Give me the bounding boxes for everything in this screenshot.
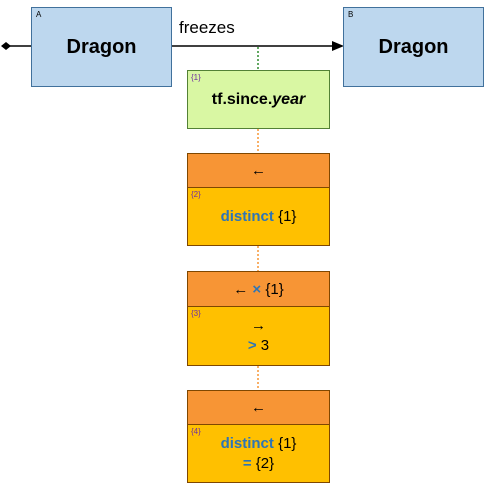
greater-than-operator: > (247, 337, 257, 354)
edge-label: freezes (179, 18, 235, 37)
equals-operator: = (242, 454, 252, 472)
step-lines: distinct {1} (188, 188, 329, 245)
target-node-label: Dragon (378, 35, 449, 58)
left-arrow-icon: ← (251, 162, 266, 179)
condition-var: year (272, 90, 306, 108)
condition-prefix: tf.since. (211, 90, 273, 108)
step-lines: → > 3 (188, 307, 329, 365)
step-line: distinct {1} (221, 434, 297, 454)
step-index: {4} (191, 427, 201, 436)
step-block[interactable]: {2} distinct {1} (187, 187, 330, 246)
target-node[interactable]: B Dragon (343, 7, 484, 87)
edge-start-diamond (1, 42, 11, 50)
step-header[interactable]: ← (187, 390, 330, 425)
condition-index: {1} (191, 73, 201, 82)
edge-arrowhead (332, 41, 344, 51)
source-node-label: Dragon (66, 35, 137, 58)
line-rest: 3 (256, 337, 270, 354)
step-index: {2} (191, 190, 201, 199)
step-line: > 3 (248, 336, 269, 356)
line-rest: {1} (273, 207, 297, 225)
step-lines: distinct {1} = {2} (188, 425, 329, 482)
line-rest: {1} (273, 434, 297, 452)
left-arrow-icon: ← (251, 399, 266, 416)
condition-text: tf.since.year (188, 71, 329, 128)
source-node[interactable]: A Dragon (31, 7, 172, 87)
condition-box[interactable]: {1} tf.since.year (187, 70, 330, 129)
step-line: = {2} (243, 454, 274, 474)
right-arrow-icon: → (251, 317, 266, 334)
step-block[interactable]: {3} → > 3 (187, 306, 330, 366)
keyword: distinct (220, 207, 274, 225)
header-rest: {1} (265, 280, 284, 298)
times-operator: × (248, 280, 266, 298)
step-block[interactable]: {4} distinct {1} = {2} (187, 424, 330, 483)
source-node-tag: A (36, 10, 42, 19)
line-rest: {2} (251, 454, 275, 472)
step-line: → (251, 316, 266, 336)
step-header[interactable]: ← × {1} (187, 271, 330, 307)
step-line: distinct {1} (221, 207, 297, 227)
target-node-tag: B (348, 10, 354, 19)
step-header[interactable]: ← (187, 153, 330, 188)
left-arrow-icon: ← (233, 280, 249, 298)
step-index: {3} (191, 309, 201, 318)
keyword: distinct (220, 434, 274, 452)
